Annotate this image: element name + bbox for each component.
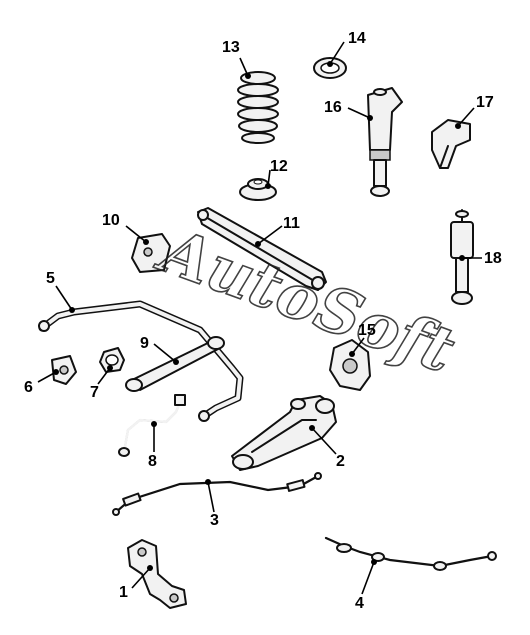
shock-bracket [431, 119, 471, 169]
upper-control-arm [197, 207, 327, 291]
callout-13: 13 [222, 39, 240, 56]
callout-14: 14 [348, 30, 366, 47]
callout-15: 15 [358, 322, 376, 339]
callout-17: 17 [476, 94, 494, 111]
brake-hose [118, 394, 186, 457]
spring-seat-ring [313, 57, 347, 79]
callout-6: 6 [24, 379, 33, 396]
callout-12: 12 [270, 158, 288, 175]
callout-3: 3 [210, 512, 219, 529]
callout-4: 4 [355, 595, 364, 612]
coil-spring [237, 71, 279, 144]
callout-18: 18 [484, 250, 502, 267]
callout-numbers: 1 2 3 4 5 6 7 8 9 10 11 12 13 14 15 16 1… [24, 30, 502, 612]
callout-7: 7 [90, 384, 99, 401]
callout-leaders [37, 41, 482, 595]
callout-10: 10 [102, 212, 120, 229]
callout-1: 1 [119, 584, 128, 601]
callout-11: 11 [283, 215, 300, 232]
callout-8: 8 [148, 453, 157, 470]
callout-5: 5 [46, 270, 55, 287]
hub-bracket [329, 339, 371, 391]
callout-16: 16 [324, 99, 342, 116]
callout-9: 9 [140, 335, 149, 352]
shock-absorber-upper [367, 87, 403, 197]
parking-brake-cable [112, 472, 322, 516]
bushing [99, 347, 125, 373]
callout-2: 2 [336, 453, 345, 470]
lower-control-arm [231, 395, 337, 471]
spring-pad [239, 178, 277, 201]
mounting-plate [131, 233, 171, 273]
rear-brake-cable [324, 536, 497, 571]
hub-carrier-bracket [127, 539, 187, 609]
bushing-clamp [51, 355, 77, 385]
